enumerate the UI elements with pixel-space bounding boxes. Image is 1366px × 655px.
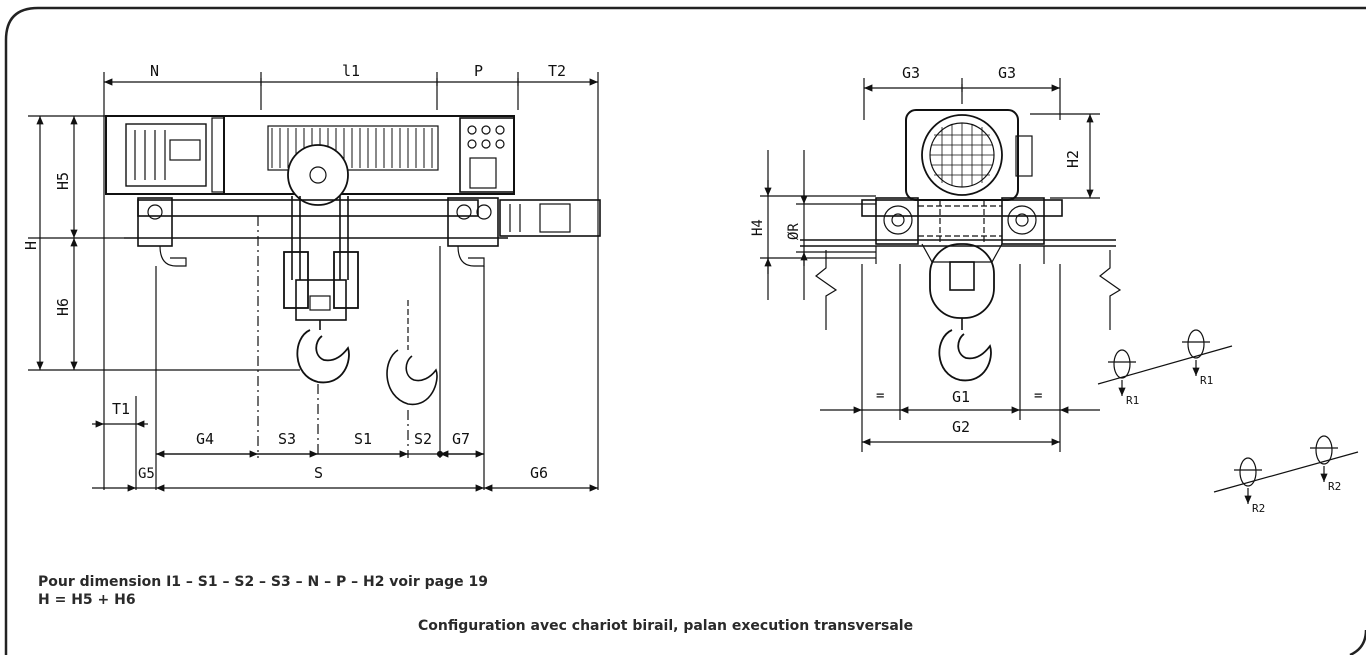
frame-corner — [1349, 629, 1366, 655]
dim-label-G5: G5 — [138, 466, 155, 482]
dim-label-eq-left: = — [876, 388, 884, 404]
dim-label-T1: T1 — [112, 400, 130, 418]
dim-label-T2: T2 — [548, 62, 566, 80]
dim-label-H: H — [22, 241, 40, 250]
dim-label-G6: G6 — [530, 464, 548, 482]
load-label-R1-b: R1 — [1200, 374, 1213, 387]
dim-label-G2: G2 — [952, 418, 970, 436]
dim-label-l1: l1 — [342, 62, 360, 80]
load-label-R1-a: R1 — [1126, 394, 1139, 407]
dim-label-P: P — [474, 62, 483, 80]
dim-label-G7: G7 — [452, 430, 470, 448]
front-view — [28, 72, 601, 492]
dim-label-S1: S1 — [354, 430, 372, 448]
dim-label-S3: S3 — [278, 430, 296, 448]
dim-label-H4: H4 — [750, 219, 766, 236]
side-view — [760, 78, 1122, 452]
dim-label-G4: G4 — [196, 430, 214, 448]
dim-label-H6: H6 — [54, 298, 72, 316]
dim-label-S2: S2 — [414, 430, 432, 448]
dim-label-G3-left: G3 — [902, 64, 920, 82]
load-diagram-r1 — [1097, 329, 1233, 396]
load-diagram-r2 — [1213, 435, 1359, 504]
dim-label-S: S — [314, 464, 323, 482]
load-label-R2-a: R2 — [1252, 502, 1265, 515]
dim-label-N: N — [150, 62, 159, 80]
frame-border — [4, 6, 1366, 655]
dim-label-G1: G1 — [952, 388, 970, 406]
load-label-R2-b: R2 — [1328, 480, 1341, 493]
dim-label-phiR: ØR — [786, 223, 802, 240]
note-height-formula: H = H5 + H6 — [38, 592, 136, 608]
note-dimension-reference: Pour dimension I1 – S1 – S2 – S3 – N – P… — [38, 574, 488, 590]
dim-label-H2: H2 — [1064, 150, 1082, 168]
dim-label-G3-right: G3 — [998, 64, 1016, 82]
figure-caption: Configuration avec chariot birail, palan… — [418, 618, 914, 634]
dim-label-eq-right: = — [1034, 388, 1042, 404]
dim-label-H5: H5 — [54, 172, 72, 190]
